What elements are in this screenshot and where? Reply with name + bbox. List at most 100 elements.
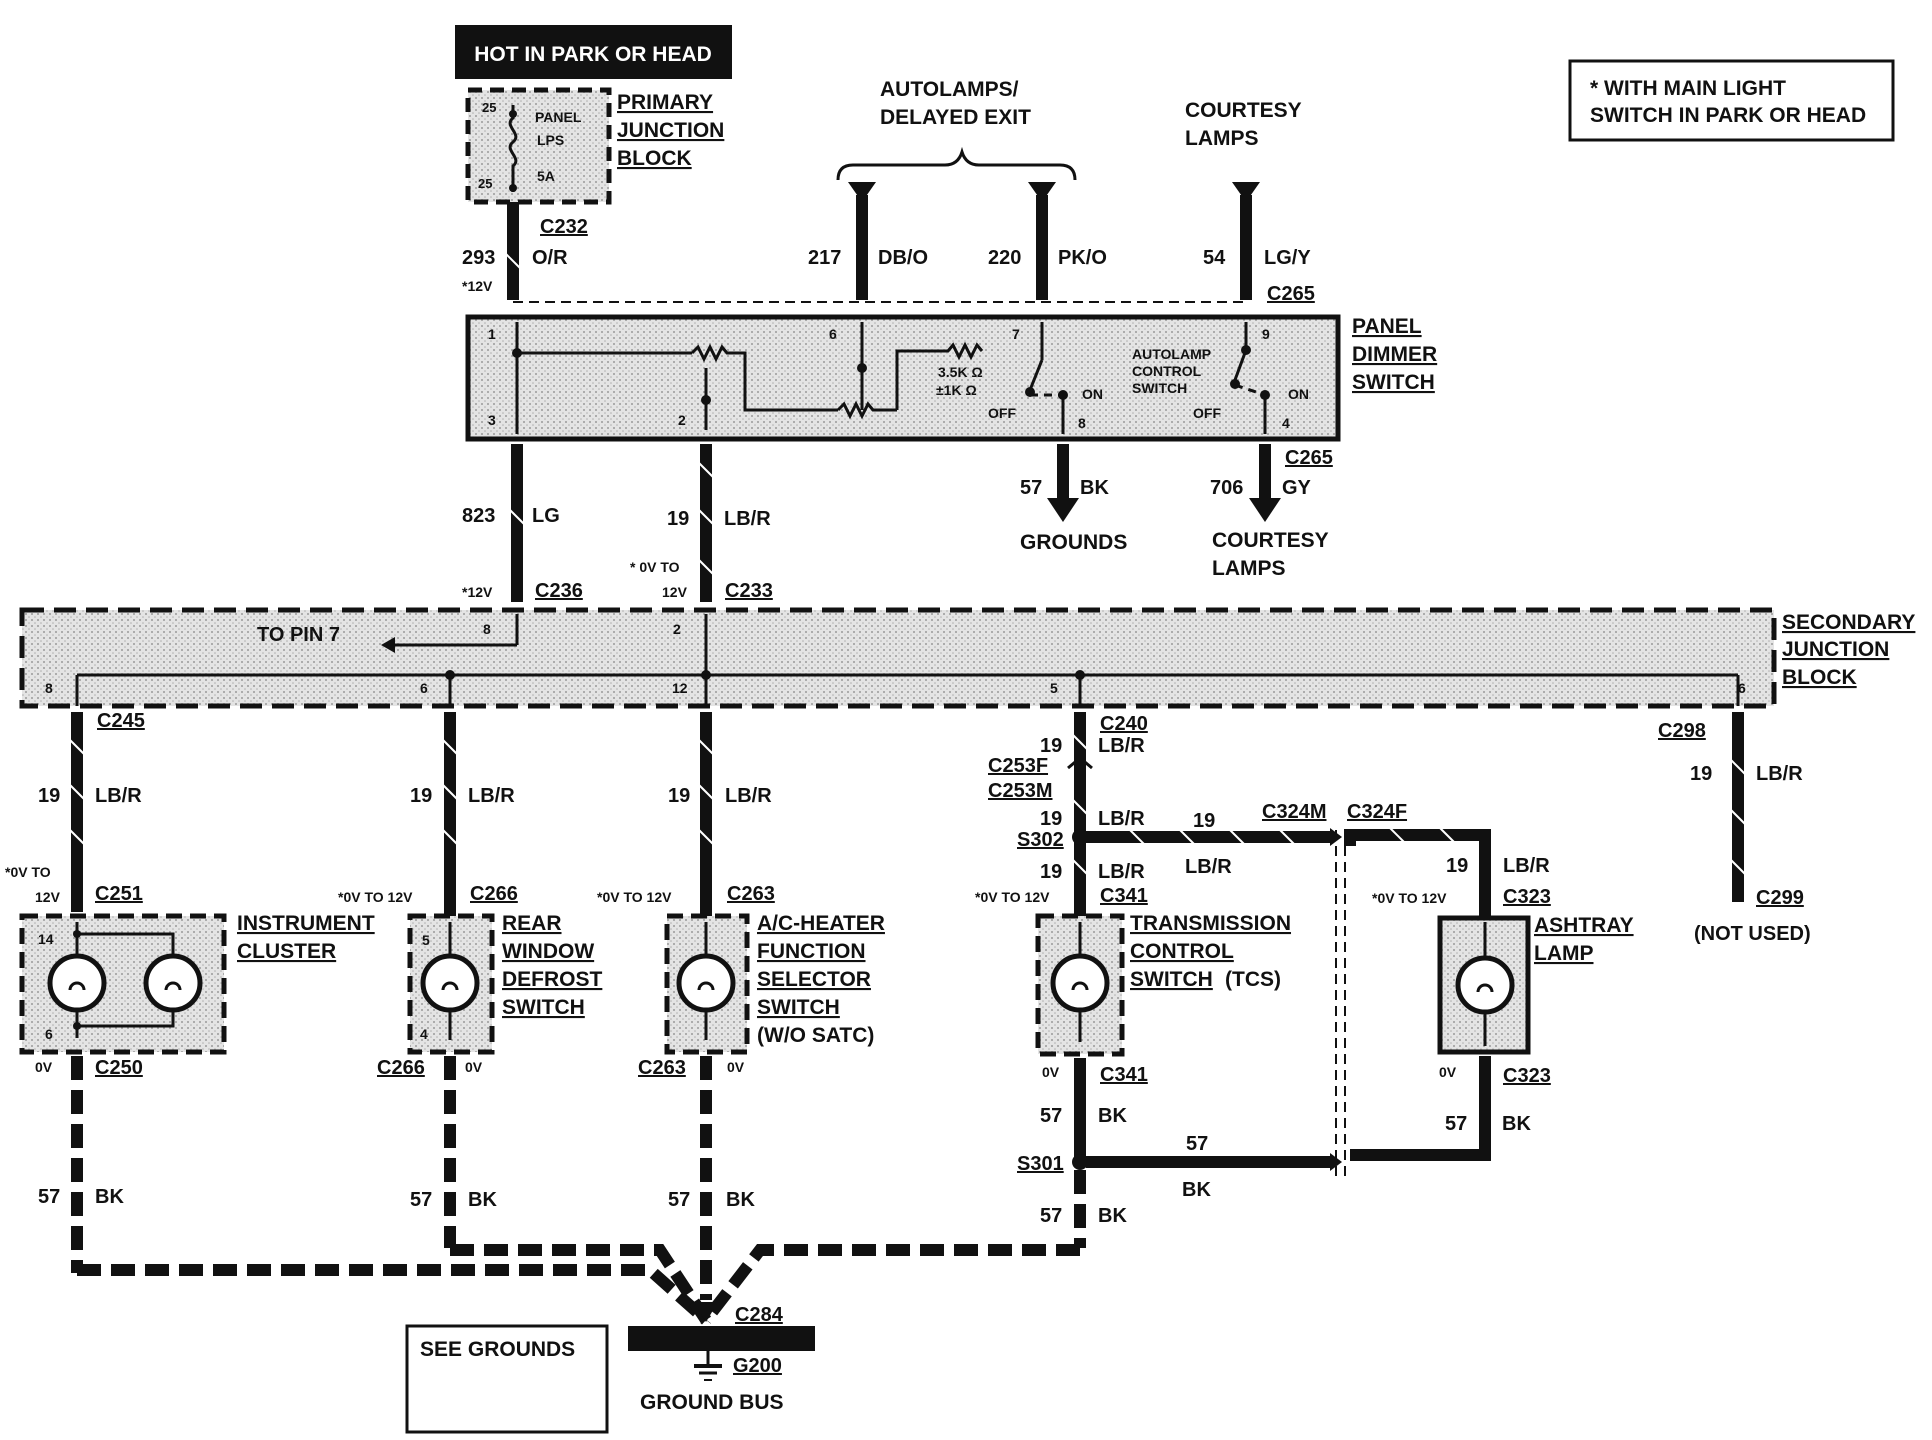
connector-c245: C245	[97, 710, 145, 732]
primary-jb-label3: BLOCK	[617, 147, 692, 170]
wire-ac-num: 19	[668, 785, 690, 807]
connector-c324m: C324M	[1262, 801, 1326, 823]
ac-ground-color: BK	[726, 1189, 755, 1211]
wire-823-num: 823	[462, 505, 495, 527]
dimmer-pin-1: 1	[488, 326, 496, 342]
wire-19-num: 19	[667, 508, 689, 530]
wire-54-num: 54	[1203, 247, 1226, 269]
ac-zero-volt: 0V	[727, 1059, 745, 1075]
dimmer-internals	[515, 322, 1267, 434]
wire-h19-num: 19	[1193, 810, 1215, 832]
wire-823-volt: *12V	[462, 584, 493, 600]
splice-s301	[1072, 1154, 1088, 1170]
ac-ground-num: 57	[668, 1189, 690, 1211]
dimmer-pin-4: 4	[1282, 415, 1290, 431]
hot-label: HOT IN PARK OR HEAD	[474, 43, 712, 66]
wire-ic-num: 19	[38, 785, 60, 807]
wire-h57-color: BK	[1182, 1179, 1211, 1201]
rw-pin-4: 4	[420, 1026, 428, 1042]
connector-c250: C250	[95, 1057, 143, 1079]
fuse-label2: LPS	[537, 132, 564, 148]
connector-c284: C284	[735, 1304, 784, 1326]
tcs-label4: (TCS)	[1225, 968, 1281, 991]
wire-tcs-volt: *0V TO 12V	[975, 889, 1050, 905]
autolamp-switch-label3: SWITCH	[1132, 380, 1187, 396]
ashtray-label2: LAMP	[1534, 942, 1594, 965]
ground-g200: G200	[733, 1355, 782, 1377]
dimmer-label: PANEL	[1352, 315, 1422, 338]
wire-nu-num: 19	[1690, 763, 1712, 785]
dimmer-pin-8: 8	[1078, 415, 1086, 431]
courtesy-lamps-label: COURTESY	[1212, 529, 1329, 552]
wire-293-color: O/R	[532, 247, 568, 269]
dimmer-label2: DIMMER	[1352, 343, 1437, 366]
ac-heater-label5: (W/O SATC)	[757, 1024, 874, 1047]
splice-s302	[1072, 829, 1088, 845]
courtesy-top-label: COURTESY	[1185, 99, 1302, 122]
wire-823-color: LG	[532, 505, 560, 527]
autolamps-bracket	[836, 146, 1077, 181]
wire-19-volt: * 0V TO	[630, 559, 680, 575]
ash-zero-volt: 0V	[1439, 1064, 1457, 1080]
fuse-label: PANEL	[535, 109, 582, 125]
rear-window-label4: SWITCH	[502, 996, 585, 1019]
wire-220-color: PK/O	[1058, 247, 1107, 269]
primary-jb-label: PRIMARY	[617, 91, 713, 114]
wire-tcs-color1: LB/R	[1098, 735, 1145, 757]
connector-c265-bottom: C265	[1285, 447, 1333, 469]
wire-57-color: BK	[1080, 477, 1109, 499]
ground-bus-bar	[628, 1326, 815, 1351]
rw-ground-color: BK	[468, 1189, 497, 1211]
tcs-ground-color2: BK	[1098, 1205, 1127, 1227]
ic-ground-color: BK	[95, 1186, 124, 1208]
wire-tcs-color2: LB/R	[1098, 808, 1145, 830]
connector-c323-top: C323	[1503, 886, 1551, 908]
dimmer-pin-9: 9	[1262, 326, 1270, 342]
ashtray-label: ASHTRAY	[1534, 914, 1634, 937]
not-used-label: (NOT USED)	[1694, 923, 1811, 945]
ground-collector	[77, 1244, 1080, 1325]
sjb-pin-2-top: 2	[673, 621, 681, 637]
wire-tcs-num3: 19	[1040, 861, 1062, 883]
dimmer-pin-3: 3	[488, 412, 496, 428]
wire-ash-num: 19	[1446, 855, 1468, 877]
wire-54-color: LG/Y	[1264, 247, 1311, 269]
wire-19-volt2: 12V	[662, 584, 688, 600]
wire-nu-color: LB/R	[1756, 763, 1803, 785]
autolamp-switch-label2: CONTROL	[1132, 363, 1202, 379]
tcs-ground-color1: BK	[1098, 1105, 1127, 1127]
connector-c240: C240	[1100, 713, 1148, 735]
sjb-pin-6b: 6	[1738, 680, 1746, 696]
wire-h19-color: LB/R	[1185, 856, 1232, 878]
ac-heater-label4: SWITCH	[757, 996, 840, 1019]
connector-c299: C299	[1756, 887, 1804, 909]
wire-ac-volt: *0V TO 12V	[597, 889, 672, 905]
secondary-jb-label2: JUNCTION	[1782, 638, 1889, 661]
wire-706-num: 706	[1210, 477, 1243, 499]
ac-heater-label: A/C-HEATER	[757, 912, 885, 935]
rw-ground-num: 57	[410, 1189, 432, 1211]
sjb-pin-8-top: 8	[483, 621, 491, 637]
wire-ash-color: LB/R	[1503, 855, 1550, 877]
connector-c233: C233	[725, 580, 773, 602]
tcs-ground-num1: 57	[1040, 1105, 1062, 1127]
dimmer-pin-6: 6	[829, 326, 837, 342]
tcs-label2: CONTROL	[1130, 940, 1234, 963]
connector-c324f: C324F	[1347, 801, 1407, 823]
wire-ac-color: LB/R	[725, 785, 772, 807]
connector-c236: C236	[535, 580, 583, 602]
note-line2: SWITCH IN PARK OR HEAD	[1590, 104, 1866, 127]
dimmer-label3: SWITCH	[1352, 371, 1435, 394]
wire-19-color: LB/R	[724, 508, 771, 530]
connector-c341-bottom: C341	[1100, 1064, 1148, 1086]
sjb-pin-5: 5	[1050, 680, 1058, 696]
panel-dimmer-switch	[465, 314, 1341, 442]
connector-c253m: C253M	[988, 780, 1052, 802]
rear-window-label: REAR	[502, 912, 562, 935]
switch2-on: ON	[1288, 386, 1309, 402]
connector-c341-top: C341	[1100, 885, 1148, 907]
sjb-pin-12: 12	[672, 680, 688, 696]
connector-c323-bottom: C323	[1503, 1065, 1551, 1087]
ac-heater-label2: FUNCTION	[757, 940, 866, 963]
